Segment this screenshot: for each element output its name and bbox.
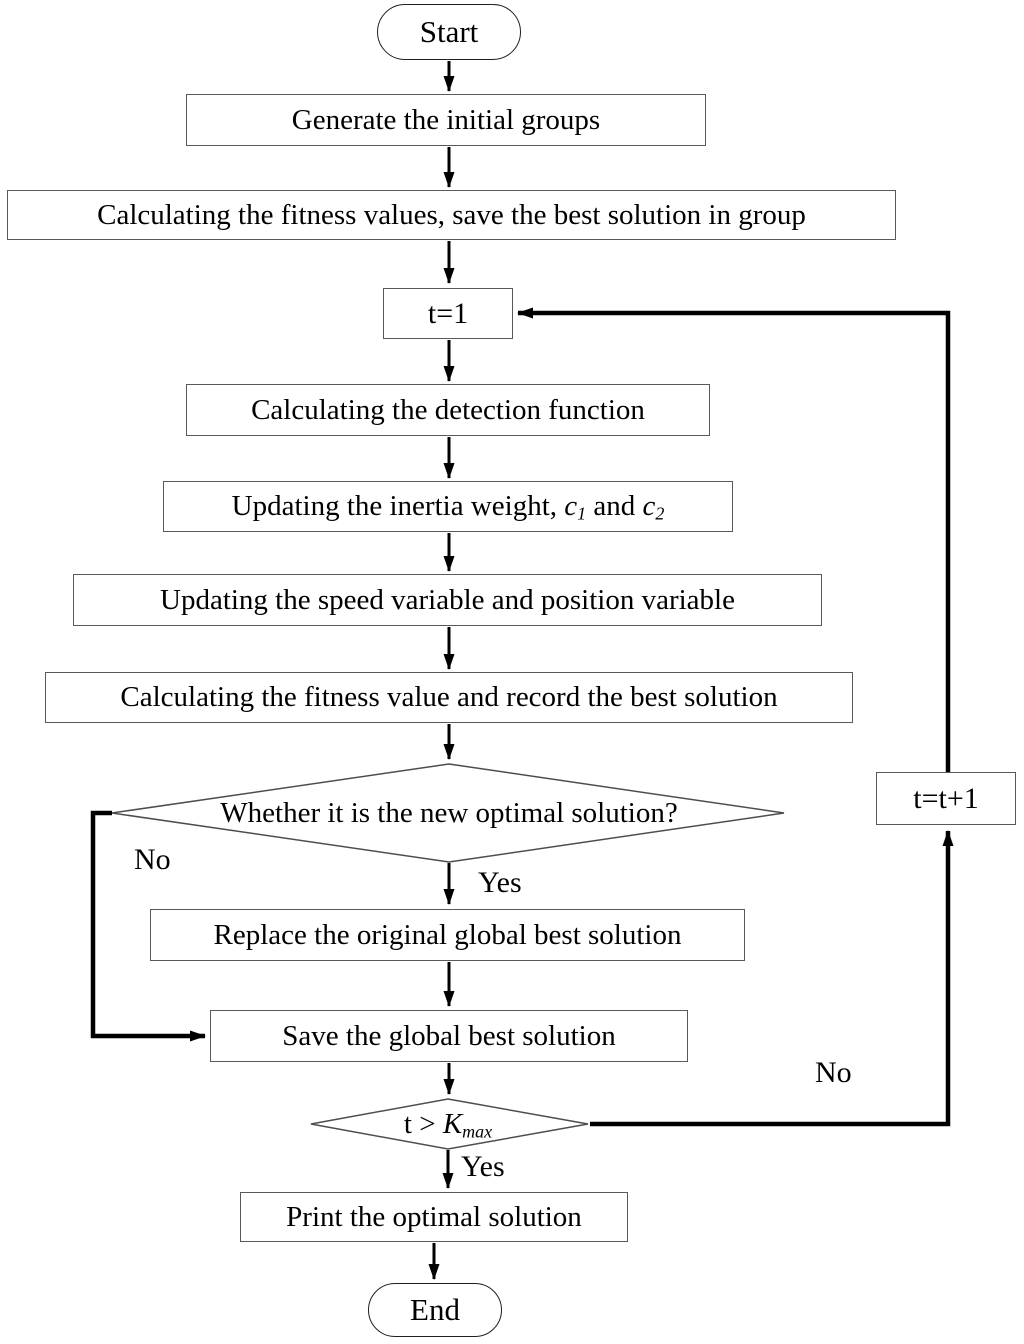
decision-new-optimal-shape (111, 763, 785, 863)
edge-label-yes-optimal: Yes (478, 866, 522, 899)
node-generate-groups-label: Generate the initial groups (291, 103, 601, 136)
node-update-inertia-label: Updating the inertia weight, c1 and c2 (231, 490, 665, 524)
node-replace-global-best: Replace the original global best solutio… (150, 909, 745, 961)
decision-max-iter-shape (310, 1098, 589, 1150)
inertia-c2-symbol: c (642, 490, 656, 523)
edge-no-max-to-increment (590, 830, 954, 1127)
edge-no-optimal-to-save (90, 810, 206, 1042)
edge-label-no-max: No (815, 1056, 852, 1089)
kmax-label-prefix: t > (403, 1107, 443, 1140)
node-save-global-best-label: Save the global best solution (282, 1019, 616, 1052)
decision-new-optimal-label: Whether it is the new optimal solution? (150, 790, 748, 836)
node-detection-function: Calculating the detection function (186, 384, 710, 436)
inertia-label-prefix: Updating the inertia weight, (231, 490, 565, 523)
edge-label-no-optimal: No (134, 843, 171, 876)
node-increment-t-label: t=t+1 (913, 781, 979, 815)
node-update-speed-position: Updating the speed variable and position… (73, 574, 822, 626)
inertia-c2-subscript: 2 (655, 503, 665, 524)
node-increment-t: t=t+1 (876, 772, 1016, 825)
inertia-label-and: and (586, 490, 643, 523)
inertia-c1-subscript: 1 (577, 503, 587, 524)
node-update-inertia: Updating the inertia weight, c1 and c2 (163, 481, 733, 532)
node-end: End (368, 1283, 502, 1337)
kmax-symbol: K (442, 1107, 463, 1140)
inertia-c1-symbol: c (564, 490, 578, 523)
node-end-label: End (410, 1291, 460, 1327)
node-fitness-record: Calculating the fitness value and record… (45, 672, 853, 723)
edge-increment-to-t-init (517, 307, 951, 772)
node-update-speed-position-label: Updating the speed variable and position… (160, 583, 735, 616)
node-fitness-init-label: Calculating the fitness values, save the… (97, 198, 806, 231)
node-save-global-best: Save the global best solution (210, 1010, 688, 1062)
node-print-solution-label: Print the optimal solution (286, 1200, 582, 1233)
node-start-label: Start (419, 13, 479, 49)
decision-max-iter-label: t > Kmax (348, 1100, 548, 1148)
node-start: Start (377, 4, 521, 60)
node-generate-groups: Generate the initial groups (186, 94, 706, 146)
node-detection-function-label: Calculating the detection function (251, 393, 645, 426)
node-fitness-init: Calculating the fitness values, save the… (7, 190, 896, 240)
node-replace-global-best-label: Replace the original global best solutio… (213, 918, 682, 951)
decision-max-iter-text: t > Kmax (404, 1108, 492, 1141)
node-print-solution: Print the optimal solution (240, 1192, 628, 1242)
kmax-subscript: max (462, 1120, 493, 1141)
edge-label-yes-max: Yes (461, 1150, 505, 1183)
node-fitness-record-label: Calculating the fitness value and record… (120, 681, 778, 714)
node-t-init-label: t=1 (427, 296, 469, 330)
decision-new-optimal-text: Whether it is the new optimal solution? (220, 796, 678, 829)
node-t-init: t=1 (383, 288, 513, 339)
